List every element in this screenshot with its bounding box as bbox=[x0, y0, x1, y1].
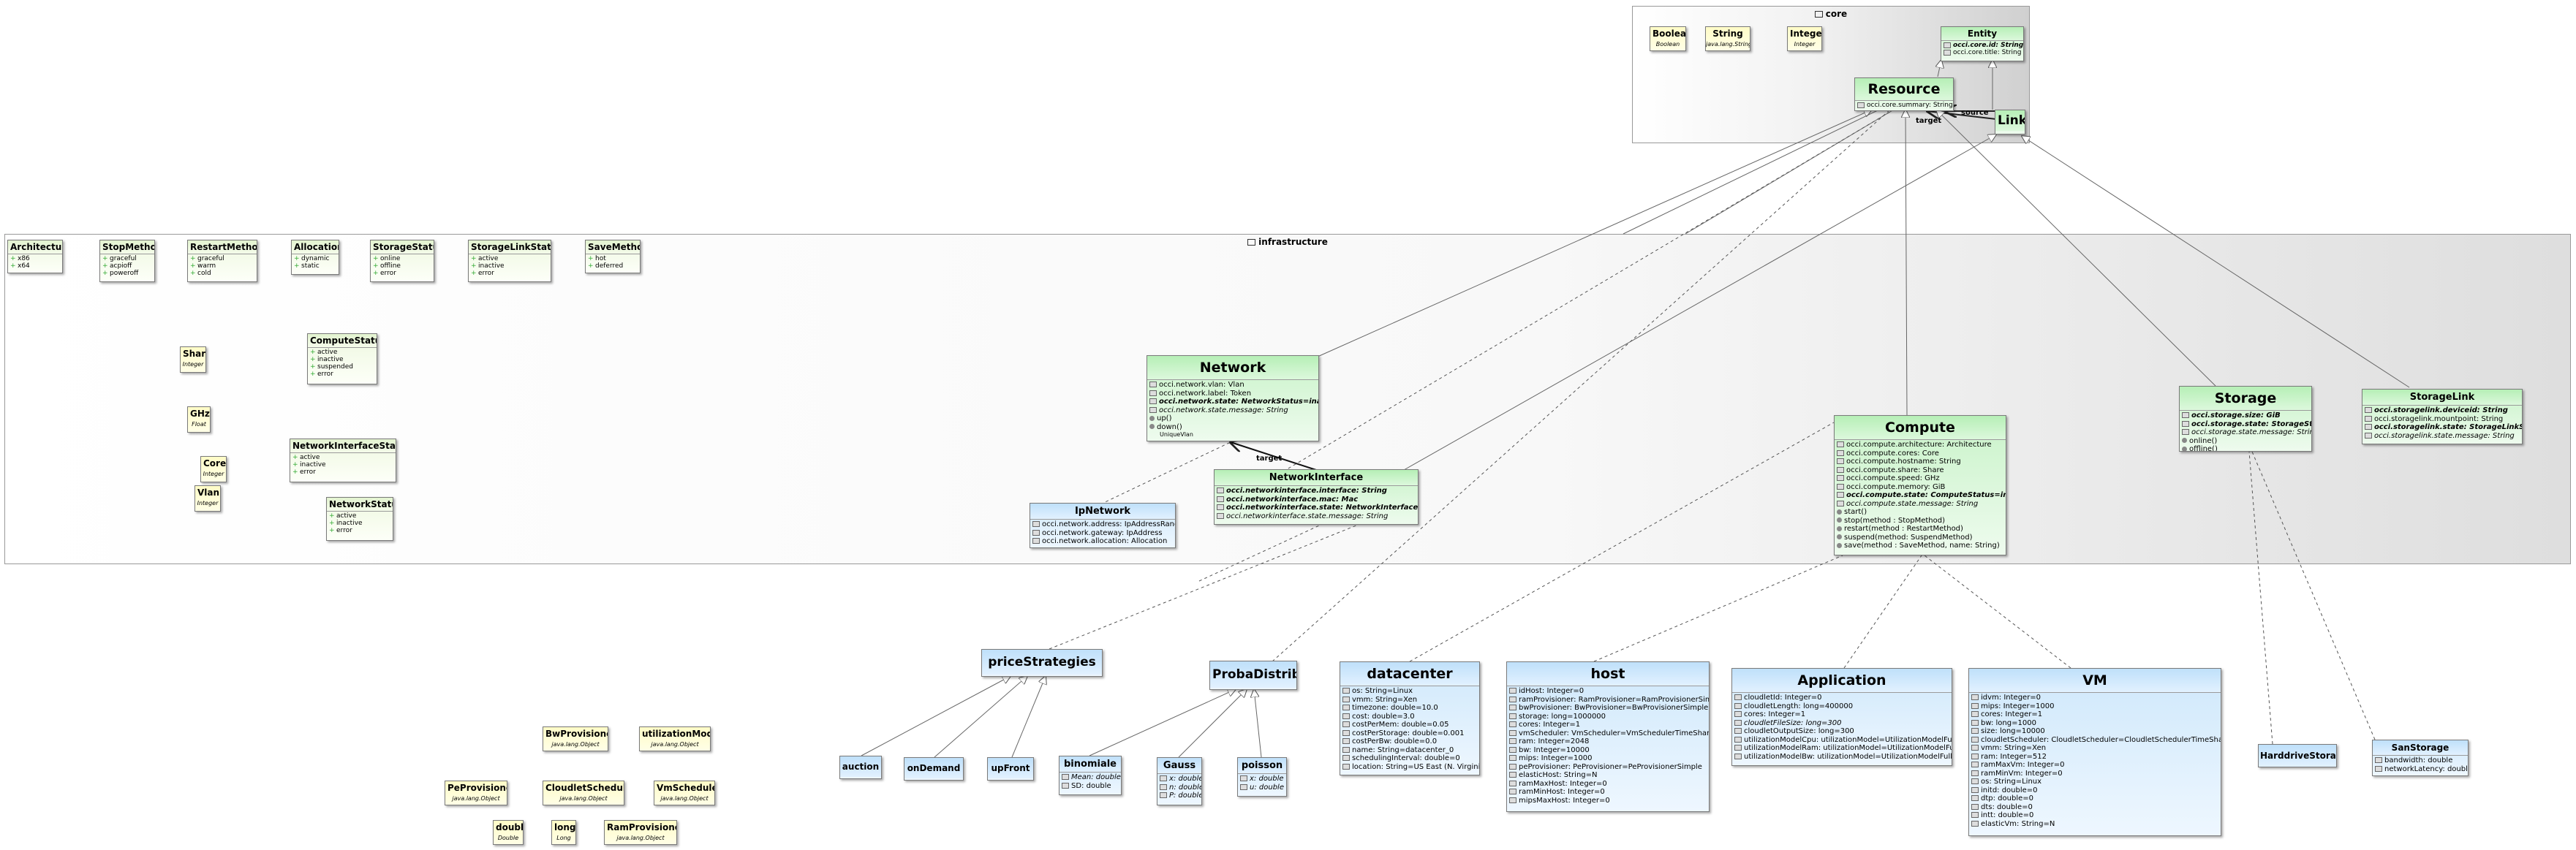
poisson-to-probadistrib bbox=[1254, 689, 1262, 758]
class-compute[interactable]: Compute occi.compute.architecture: Archi… bbox=[1834, 415, 2006, 555]
edge-label-target-core: target bbox=[1916, 117, 1942, 125]
enum-savemethod[interactable]: SaveMethod +hot +deferred bbox=[585, 240, 641, 273]
datatype-share[interactable]: Share Integer bbox=[180, 346, 206, 373]
gauss-to-probadistrib bbox=[1178, 689, 1247, 758]
auction-to-pricestrategies bbox=[861, 676, 1011, 756]
class-ipnetwork[interactable]: IpNetwork occi.network.address: IpAddres… bbox=[1030, 503, 1176, 548]
class-boolean[interactable]: Boolean Boolean bbox=[1650, 26, 1686, 51]
class-network[interactable]: Network occi.network.vlan: Vlan occi.net… bbox=[1147, 355, 1319, 441]
datatype-ramprovisioner[interactable]: RamProvisioner java.lang.Object bbox=[604, 820, 677, 845]
class-pricestrategies[interactable]: priceStrategies bbox=[981, 649, 1103, 677]
edge-label-source-core: source bbox=[1961, 109, 1989, 117]
vm-ext-compute bbox=[1924, 555, 2071, 669]
class-ondemand[interactable]: onDemand bbox=[904, 757, 964, 781]
datatype-ghz[interactable]: GHz Float bbox=[187, 406, 211, 433]
enum-computestatus[interactable]: ComputeStatus +active +inactive +suspend… bbox=[307, 333, 377, 384]
enum-stopmethod[interactable]: StopMethod +graceful +acpioff +poweroff bbox=[99, 240, 155, 282]
class-storage[interactable]: Storage occi.storage.size: GiB occi.stor… bbox=[2179, 386, 2312, 452]
enum-restartmethod[interactable]: RestartMethod +graceful +warm +cold bbox=[187, 240, 257, 282]
application-ext-compute bbox=[1843, 555, 1922, 669]
enum-networkstatus[interactable]: NetworkStatus +active +inactive +error bbox=[326, 497, 393, 541]
class-probadistrib[interactable]: ProbaDistrib bbox=[1209, 661, 1297, 690]
datatype-bwprovisioner[interactable]: BwProvisioner java.lang.Object bbox=[543, 726, 608, 751]
class-host[interactable]: host idHost: Integer=0 ramProvisioner: R… bbox=[1506, 661, 1710, 812]
class-poisson[interactable]: poisson x: double u: double bbox=[1237, 757, 1287, 797]
datatype-core[interactable]: Core Integer bbox=[200, 456, 227, 482]
class-auction[interactable]: auction bbox=[839, 756, 882, 779]
class-boolean-name: Boolean bbox=[1653, 29, 1686, 39]
enum-storagelinkstatus[interactable]: StorageLinkStatus +active +inactive +err… bbox=[468, 240, 551, 282]
upfront-to-pricestrategies bbox=[1011, 676, 1046, 758]
class-application[interactable]: Application cloudletId: Integer=0 cloudl… bbox=[1731, 668, 1952, 766]
class-boolean-type: Boolean bbox=[1655, 41, 1680, 48]
class-integer[interactable]: Integer Integer bbox=[1787, 26, 1822, 51]
class-resource[interactable]: Resource occi.core.summary: String bbox=[1854, 77, 1954, 111]
class-storagelink[interactable]: StorageLink occi.storagelink.deviceid: S… bbox=[2362, 389, 2523, 444]
binomiale-to-probadistrib bbox=[1089, 689, 1236, 756]
edge-label-target-infra: target bbox=[1256, 455, 1283, 463]
class-string[interactable]: String java.lang.String bbox=[1705, 26, 1750, 51]
class-upfront[interactable]: upFront bbox=[987, 757, 1034, 781]
class-sanstorage[interactable]: SanStorage bandwidth: double networkLate… bbox=[2372, 740, 2469, 776]
datatype-vmscheduler[interactable]: VmScheduler java.lang.Object bbox=[654, 781, 715, 805]
class-vm[interactable]: VM idvm: Integer=0 mips: Integer=1000 co… bbox=[1968, 668, 2221, 836]
enum-allocation[interactable]: Allocation +dynamic +static bbox=[291, 240, 339, 275]
datatype-peprovisioner[interactable]: PeProvisioner java.lang.Object bbox=[445, 781, 507, 805]
datatype-cloudletscheduler[interactable]: CloudletScheduler java.lang.Object bbox=[543, 781, 624, 805]
class-entity[interactable]: Entity occi.core.id: String occi.core.ti… bbox=[1941, 26, 2024, 61]
datatype-long[interactable]: long Long bbox=[551, 820, 576, 845]
class-datacenter[interactable]: datacenter os: String=Linux vmm: String=… bbox=[1340, 661, 1480, 775]
class-gauss[interactable]: Gauss x: double n: double P: double bbox=[1157, 757, 1202, 805]
datatype-vlan[interactable]: Vlan Integer bbox=[194, 485, 221, 512]
datatype-utilizationmodel[interactable]: utilizationModel java.lang.Object bbox=[639, 726, 711, 751]
package-core-title: core bbox=[1633, 9, 2029, 19]
enum-architecture[interactable]: Architecture +x86 +x64 bbox=[7, 240, 63, 273]
class-harddrivestorage[interactable]: HarddriveStorage bbox=[2258, 744, 2337, 767]
enum-networkinterfacestatus[interactable]: NetworkInterfaceStatus +active +inactive… bbox=[290, 439, 396, 482]
class-binomiale[interactable]: binomiale Mean: double SD: double bbox=[1059, 756, 1122, 795]
class-link[interactable]: Link bbox=[1995, 110, 2025, 134]
enum-storagestatus[interactable]: StorageStatus +online +offline +error bbox=[370, 240, 434, 282]
ondemand-to-pricestrategies bbox=[934, 676, 1027, 758]
class-networkinterface[interactable]: NetworkInterface occi.networkinterface.i… bbox=[1214, 469, 1419, 525]
datatype-double[interactable]: double Double bbox=[493, 820, 524, 845]
host-ext-compute bbox=[1593, 555, 1843, 662]
